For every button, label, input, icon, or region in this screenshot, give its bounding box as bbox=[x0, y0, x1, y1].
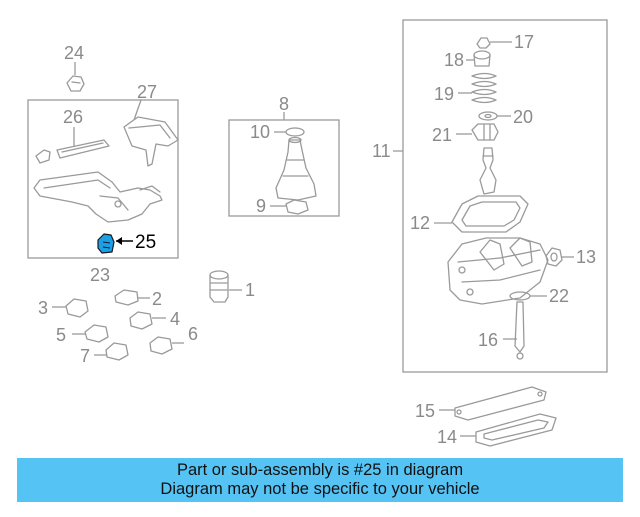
banner-line-1: Part or sub-assembly is #25 in diagram bbox=[176, 461, 464, 479]
callout-22: 22 bbox=[549, 286, 569, 306]
callout-8: 8 bbox=[279, 94, 289, 114]
callout-17: 17 bbox=[514, 32, 534, 52]
callout-21: 21 bbox=[432, 125, 452, 145]
part-5-clip bbox=[84, 324, 109, 343]
box-parking-brake-assembly bbox=[27, 99, 179, 259]
part-27-lever-boot bbox=[123, 116, 179, 167]
part-13-grommet bbox=[545, 247, 563, 267]
part-18-bushing bbox=[473, 50, 491, 67]
part-19-spring bbox=[471, 72, 497, 104]
part-21-bracket bbox=[471, 123, 499, 141]
part-6-clip bbox=[149, 336, 173, 355]
part-15-cover-plate bbox=[454, 386, 547, 421]
part-10-ring bbox=[285, 127, 305, 137]
part-4-clip bbox=[129, 311, 153, 330]
callout-19: 19 bbox=[434, 84, 454, 104]
part-9-plate bbox=[285, 199, 309, 215]
callout-20: 20 bbox=[513, 107, 533, 127]
part-12-gasket bbox=[451, 195, 529, 233]
callout-26: 26 bbox=[63, 107, 83, 127]
callout-6: 6 bbox=[188, 324, 198, 344]
part-3-clip bbox=[65, 298, 89, 318]
callout-9: 9 bbox=[256, 196, 266, 216]
part-17-cap bbox=[476, 37, 491, 49]
callout-5: 5 bbox=[56, 325, 66, 345]
callout-10: 10 bbox=[250, 122, 270, 142]
callout-11: 11 bbox=[372, 141, 391, 161]
callout-1: 1 bbox=[245, 280, 255, 300]
part-26-grip bbox=[35, 139, 110, 164]
callout-15: 15 bbox=[415, 401, 435, 421]
box-shifter-assembly bbox=[402, 19, 608, 373]
part-shift-rod bbox=[479, 147, 497, 195]
part-23-parking-brake-lever bbox=[33, 171, 163, 223]
banner-line-2: Diagram may not be specific to your vehi… bbox=[160, 480, 480, 498]
part-14-gasket bbox=[475, 413, 557, 447]
callout-18: 18 bbox=[444, 50, 464, 70]
part-7-clip bbox=[105, 342, 129, 361]
callout-2: 2 bbox=[152, 289, 162, 309]
callout-27: 27 bbox=[137, 82, 157, 102]
callout-12: 12 bbox=[410, 213, 430, 233]
part-22-washer bbox=[509, 291, 531, 301]
part-25-highlighted bbox=[97, 233, 115, 254]
callout-24: 24 bbox=[64, 43, 84, 63]
callout-13: 13 bbox=[576, 247, 596, 267]
callout-14: 14 bbox=[437, 427, 457, 447]
part-11-shifter-housing bbox=[447, 237, 549, 305]
part-1-cylinder bbox=[209, 270, 229, 303]
part-2-clip bbox=[114, 289, 139, 306]
part-8-shift-boot bbox=[275, 136, 317, 201]
callout-23: 23 bbox=[90, 265, 110, 285]
part-24-nut bbox=[66, 75, 85, 92]
part-20-washer bbox=[478, 111, 498, 121]
callout-16: 16 bbox=[478, 330, 498, 350]
callout-7: 7 bbox=[80, 346, 90, 366]
callout-4: 4 bbox=[170, 309, 180, 329]
callout-3: 3 bbox=[38, 298, 48, 318]
callout-25: 25 bbox=[135, 232, 156, 253]
part-16-cable-rod bbox=[514, 301, 525, 360]
info-banner: Part or sub-assembly is #25 in diagram D… bbox=[17, 458, 623, 502]
